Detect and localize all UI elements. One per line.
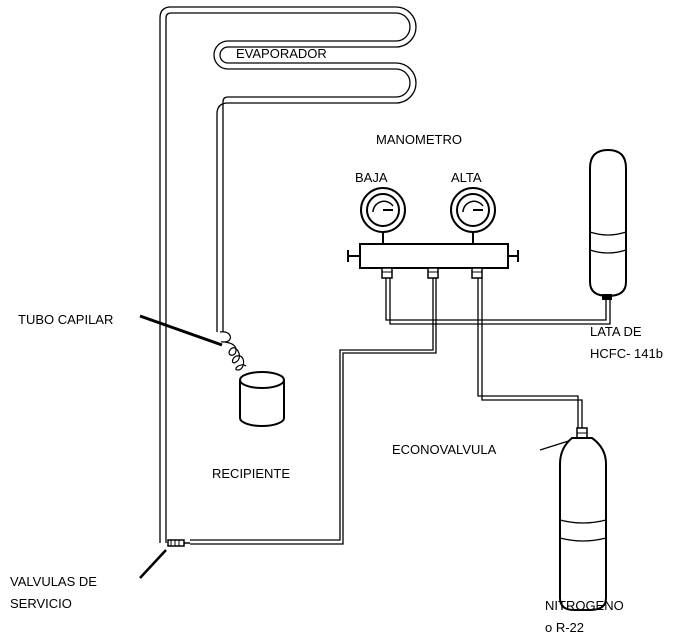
hcfc-hose-outer [389, 278, 611, 325]
econovalvula-label: ECONOVALVULA [392, 442, 497, 457]
service-valve [167, 539, 190, 547]
valvulas-label-line2: SERVICIO [10, 596, 72, 611]
manifold [347, 232, 519, 279]
baja-label: BAJA [355, 170, 388, 185]
baja-gauge-icon [360, 187, 406, 233]
main-refrigerant-line [165, 12, 411, 543]
nitrogen-hose [477, 278, 579, 428]
manometro-label: MANOMETRO [376, 132, 462, 147]
hcfc-can [589, 148, 627, 300]
evaporador-label: EVAPORADOR [236, 46, 327, 61]
nitrogen-hose-outer [481, 278, 583, 428]
evaporator-inner-outline [159, 6, 417, 543]
tubo-capilar-label: TUBO CAPILAR [18, 312, 113, 327]
service-hose-outer [190, 276, 437, 545]
alta-label: ALTA [451, 170, 482, 185]
valvulas-leader [139, 549, 167, 579]
service-hose [190, 276, 434, 541]
lata-label-line1: LATA DE [590, 324, 642, 339]
capillary-coil [219, 331, 247, 371]
nitrogeno-label-line1: NITROGENO [545, 598, 624, 613]
valvulas-label-line1: VALVULAS DE [10, 574, 97, 589]
recipiente-label: RECIPIENTE [212, 466, 290, 481]
nitrogeno-label-line2: o R-22 [545, 620, 584, 635]
nitrogen-cylinder [559, 437, 607, 611]
recipiente-container [239, 371, 285, 427]
econovalvula-valve [576, 427, 588, 439]
lata-label-line2: HCFC- 141b [590, 346, 663, 361]
tubo-capilar-leader [139, 314, 223, 347]
alta-gauge-icon [450, 187, 496, 233]
hcfc-hose [385, 278, 607, 321]
